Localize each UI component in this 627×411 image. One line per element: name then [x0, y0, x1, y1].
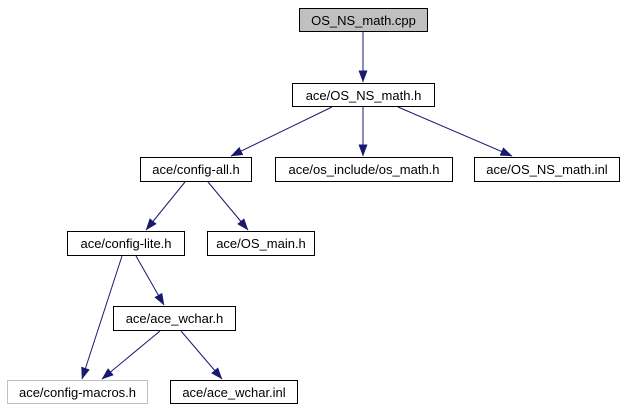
graph-node-ace-ace-wchar-inl[interactable]: ace/ace_wchar.inl — [170, 380, 298, 404]
graph-node-ace-os-ns-math-inl[interactable]: ace/OS_NS_math.inl — [474, 157, 620, 182]
graph-node-ace-os-ns-math-h[interactable]: ace/OS_NS_math.h — [292, 83, 435, 107]
graph-node-ace-os-include-os-math-h[interactable]: ace/os_include/os_math.h — [275, 157, 453, 182]
graph-edge-ace-os-ns-math-h-to-ace-os-ns-math-inl — [397, 106, 513, 157]
graph-node-ace-config-lite-h[interactable]: ace/config-lite.h — [67, 231, 185, 256]
graph-node-ace-config-all-h[interactable]: ace/config-all.h — [140, 157, 252, 182]
graph-edge-ace-config-lite-h-to-ace-config-macros-h — [81, 255, 123, 380]
graph-node-os-ns-math-cpp: OS_NS_math.cpp — [299, 8, 428, 32]
graph-edge-ace-config-all-h-to-ace-os-main-h — [207, 181, 249, 231]
graph-edge-ace-ace-wchar-h-to-ace-config-macros-h — [101, 330, 161, 380]
graph-edge-ace-os-ns-math-h-to-ace-config-all-h — [230, 106, 333, 157]
graph-edge-ace-ace-wchar-h-to-ace-ace-wchar-inl — [180, 330, 223, 380]
graph-edge-ace-config-all-h-to-ace-config-lite-h — [145, 181, 186, 231]
graph-node-ace-ace-wchar-h[interactable]: ace/ace_wchar.h — [113, 306, 236, 331]
edge-group — [81, 32, 513, 380]
graph-edge-ace-config-lite-h-to-ace-ace-wchar-h — [135, 255, 165, 306]
graph-node-ace-os-main-h[interactable]: ace/OS_main.h — [207, 231, 315, 256]
graph-node-ace-config-macros-h[interactable]: ace/config-macros.h — [7, 380, 148, 404]
